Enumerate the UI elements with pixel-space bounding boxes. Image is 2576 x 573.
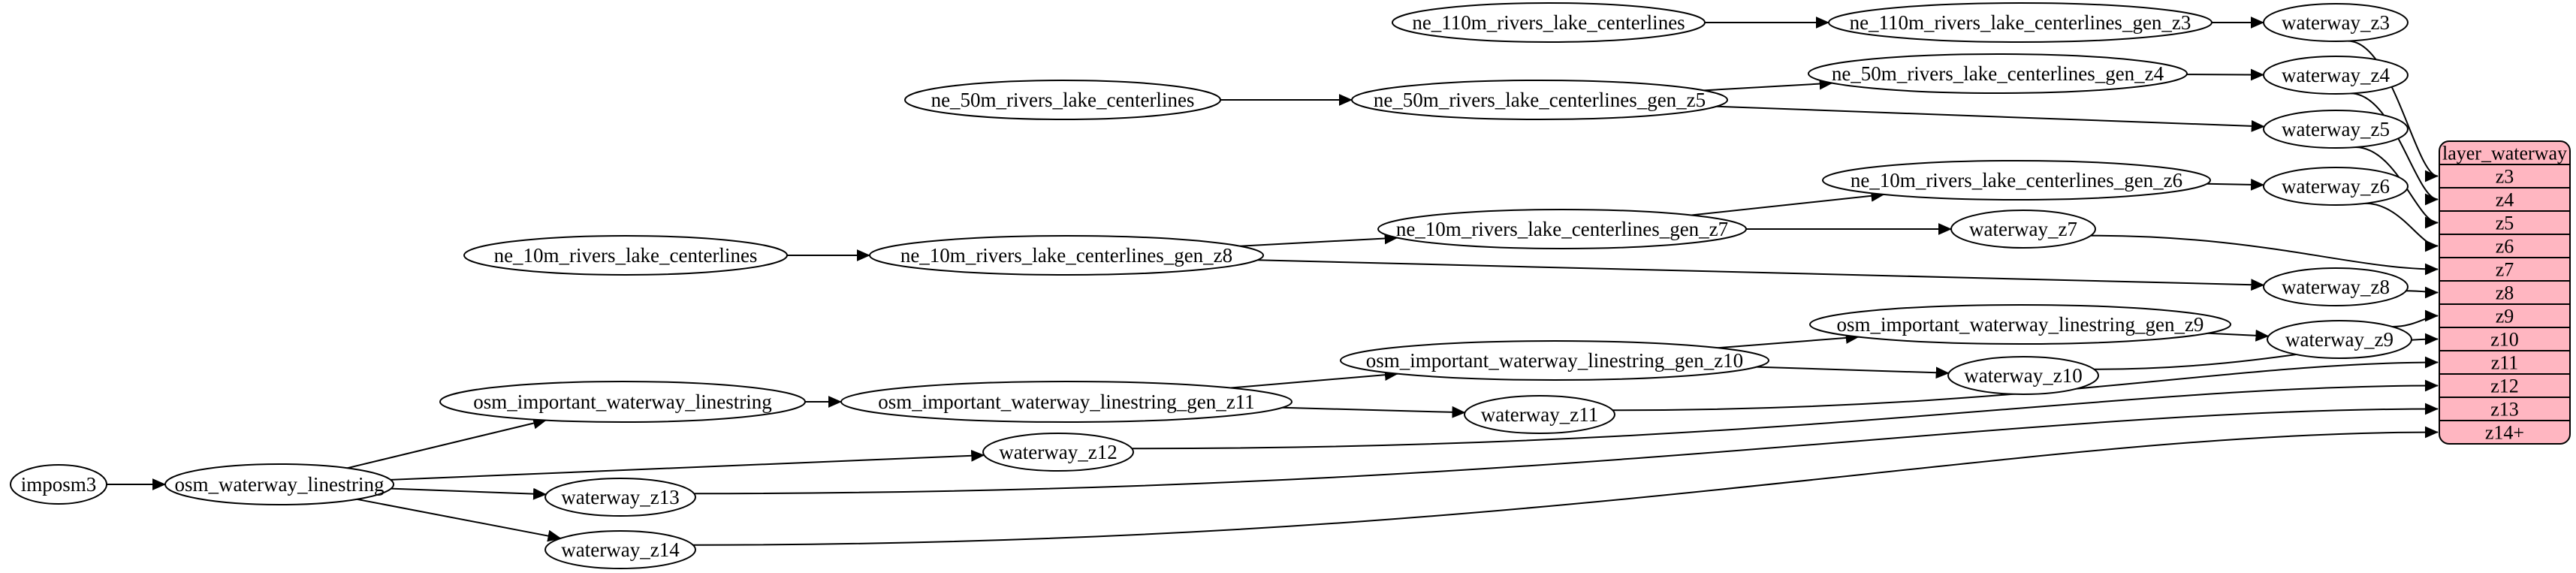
edge-ne_50m_rivers_lake_centerlines_gen_z5-to-waterway_z5	[1716, 105, 2265, 132]
node-waterway_z9	[2267, 320, 2412, 359]
node-ne_10m_rivers_lake_centerlines_gen_z6	[1822, 160, 2211, 201]
table-row-z12: z12	[2490, 375, 2519, 397]
node-label-osm_important_waterway_linestring_gen_z9: osm_important_waterway_linestring_gen_z9	[1837, 313, 2204, 336]
edge-osm_waterway_linestring-to-osm_important_waterway_linestring	[347, 417, 547, 469]
node-waterway_z3	[2263, 3, 2409, 42]
edge-osm_important_waterway_linestring_gen_z10-to-osm_important_waterway_linestring_gen_z9	[1718, 332, 1860, 349]
table-row-z4: z4	[2496, 189, 2514, 211]
node-imposm3	[10, 464, 107, 505]
node-label-waterway_z7: waterway_z7	[1969, 218, 2077, 240]
table-row-z10: z10	[2490, 329, 2519, 351]
node-label-ne_50m_rivers_lake_centerlines: ne_50m_rivers_lake_centerlines	[931, 89, 1195, 111]
node-label-ne_110m_rivers_lake_centerlines_gen_z3: ne_110m_rivers_lake_centerlines_gen_z3	[1850, 11, 2191, 34]
edge-ne_50m_rivers_lake_centerlines_gen_z4-to-waterway_z4	[2186, 68, 2264, 81]
edge-waterway_z4-to-z4	[2351, 92, 2439, 206]
edge-waterway_z9-to-z9	[2392, 309, 2439, 327]
node-osm_waterway_linestring	[164, 463, 394, 505]
edge-osm_important_waterway_linestring_gen_z9-to-waterway_z9	[2207, 329, 2270, 342]
edge-ne_10m_rivers_lake_centerlines_gen_z6-to-waterway_z6	[2206, 178, 2265, 191]
edge-waterway_z12-to-z12	[1132, 379, 2439, 450]
edge-ne_50m_rivers_lake_centerlines_gen_z5-to-ne_50m_rivers_lake_centerlines_gen_z4	[1703, 77, 1833, 92]
node-label-osm_important_waterway_linestring_gen_z10: osm_important_waterway_linestring_gen_z1…	[1366, 349, 1743, 372]
node-label-waterway_z11: waterway_z11	[1481, 403, 1598, 426]
node-label-waterway_z10: waterway_z10	[1964, 364, 2082, 387]
node-waterway_z4	[2263, 56, 2409, 95]
node-waterway_z6	[2263, 167, 2409, 206]
node-ne_50m_rivers_lake_centerlines	[904, 80, 1221, 120]
node-osm_important_waterway_linestring_gen_z10	[1340, 340, 1769, 381]
table-row-z9: z9	[2496, 306, 2514, 327]
table-row-z5: z5	[2496, 213, 2514, 234]
edge-waterway_z6-to-z6	[2365, 202, 2439, 252]
edge-osm_waterway_linestring-to-waterway_z14	[357, 498, 562, 542]
node-label-osm_waterway_linestring: osm_waterway_linestring	[175, 473, 385, 496]
node-label-waterway_z13: waterway_z13	[561, 486, 679, 508]
node-label-waterway_z5: waterway_z5	[2282, 118, 2390, 140]
node-ne_110m_rivers_lake_centerlines	[1392, 2, 1706, 43]
table-row-z14+: z14+	[2485, 422, 2524, 444]
edge-osm_waterway_linestring-to-waterway_z12	[390, 449, 985, 481]
edge-waterway_z11-to-z11	[1612, 356, 2439, 412]
node-waterway_z14	[544, 530, 696, 569]
node-label-ne_10m_rivers_lake_centerlines_gen_z6: ne_10m_rivers_lake_centerlines_gen_z6	[1851, 169, 2182, 192]
node-label-waterway_z12: waterway_z12	[999, 441, 1117, 463]
node-label-waterway_z9: waterway_z9	[2285, 328, 2394, 351]
edge-ne_10m_rivers_lake_centerlines_gen_z8-to-waterway_z8	[1257, 259, 2265, 291]
edges-layer	[107, 17, 2439, 546]
node-label-ne_10m_rivers_lake_centerlines_gen_z7: ne_10m_rivers_lake_centerlines_gen_z7	[1396, 218, 1728, 240]
layer-table-body	[2439, 140, 2571, 445]
node-label-imposm3: imposm3	[21, 473, 97, 496]
node-label-ne_50m_rivers_lake_centerlines_gen_z5: ne_50m_rivers_lake_centerlines_gen_z5	[1374, 89, 1706, 111]
node-ne_10m_rivers_lake_centerlines_gen_z8	[869, 235, 1264, 276]
node-waterway_z8	[2263, 267, 2409, 306]
node-label-waterway_z4: waterway_z4	[2282, 64, 2390, 86]
node-ne_50m_rivers_lake_centerlines_gen_z5	[1351, 80, 1728, 120]
table-row-z8: z8	[2496, 282, 2514, 304]
node-label-ne_10m_rivers_lake_centerlines_gen_z8: ne_10m_rivers_lake_centerlines_gen_z8	[900, 244, 1232, 267]
node-label-waterway_z8: waterway_z8	[2282, 276, 2390, 298]
node-waterway_z13	[544, 478, 696, 517]
edge-waterway_z3-to-z3	[2348, 40, 2439, 182]
table-row-z3: z3	[2496, 166, 2514, 188]
node-label-waterway_z3: waterway_z3	[2282, 11, 2390, 34]
edge-waterway_z8-to-z8	[2406, 286, 2439, 299]
node-waterway_z7	[1950, 210, 2096, 249]
node-label-ne_110m_rivers_lake_centerlines: ne_110m_rivers_lake_centerlines	[1412, 11, 1685, 34]
edge-osm_waterway_linestring-to-waterway_z13	[391, 487, 547, 500]
node-label-waterway_z6: waterway_z6	[2282, 175, 2390, 198]
layer-table-title: layer_waterway	[2442, 143, 2567, 164]
node-ne_50m_rivers_lake_centerlines_gen_z4	[1808, 53, 2188, 94]
node-label-waterway_z14: waterway_z14	[561, 538, 680, 561]
edge-osm_important_waterway_linestring_gen_z11-to-osm_important_waterway_linestring_gen_z10	[1230, 369, 1398, 389]
node-waterway_z11	[1464, 395, 1615, 434]
node-ne_10m_rivers_lake_centerlines	[463, 235, 788, 276]
table-row-z11: z11	[2491, 352, 2519, 374]
edge-ne_10m_rivers_lake_centerlines_gen_z8-to-ne_10m_rivers_lake_centerlines_gen_z7	[1240, 232, 1398, 247]
node-label-osm_important_waterway_linestring: osm_important_waterway_linestring	[473, 391, 771, 413]
node-osm_important_waterway_linestring_gen_z11	[840, 381, 1293, 423]
layer-table: layer_waterwayz3z4z5z6z7z8z9z10z11z12z13…	[2439, 140, 2571, 445]
table-row-z7: z7	[2496, 259, 2514, 281]
node-label-ne_10m_rivers_lake_centerlines: ne_10m_rivers_lake_centerlines	[494, 244, 758, 267]
node-osm_important_waterway_linestring	[439, 381, 806, 423]
node-label-osm_important_waterway_linestring_gen_z11: osm_important_waterway_linestring_gen_z1…	[878, 391, 1254, 413]
edge-waterway_z13-to-z13	[694, 403, 2439, 495]
edge-waterway_z7-to-z7	[2090, 234, 2439, 276]
nodes-layer: imposm3 osm_waterway_linestring osm_import…	[10, 2, 2412, 569]
node-waterway_z10	[1947, 356, 2099, 395]
table-row-z13: z13	[2490, 399, 2519, 421]
node-waterway_z12	[982, 433, 1134, 472]
node-label-ne_50m_rivers_lake_centerlines_gen_z4: ne_50m_rivers_lake_centerlines_gen_z4	[1832, 62, 2164, 85]
edge-osm_important_waterway_linestring_gen_z11-to-waterway_z11	[1282, 406, 1466, 418]
node-waterway_z5	[2263, 110, 2409, 149]
edge-waterway_z14-to-z14+	[692, 426, 2439, 546]
node-osm_important_waterway_linestring_gen_z9	[1809, 304, 2231, 345]
edge-ne_10m_rivers_lake_centerlines_gen_z7-to-ne_10m_rivers_lake_centerlines_gen_z6	[1691, 189, 1885, 216]
node-ne_10m_rivers_lake_centerlines_gen_z7	[1377, 209, 1747, 249]
table-row-z6: z6	[2496, 236, 2514, 258]
node-ne_110m_rivers_lake_centerlines_gen_z3	[1828, 2, 2213, 43]
edge-osm_important_waterway_linestring_gen_z10-to-waterway_z10	[1756, 366, 1950, 379]
